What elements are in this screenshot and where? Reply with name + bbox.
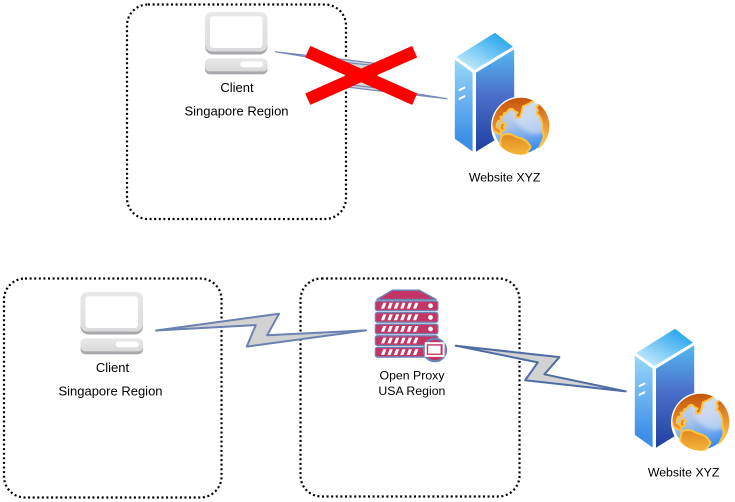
- svg-text:Website XYZ: Website XYZ: [469, 171, 541, 185]
- svg-text:USA Region: USA Region: [378, 384, 445, 398]
- svg-text:Client: Client: [96, 360, 130, 375]
- svg-text:Singapore Region: Singapore Region: [184, 104, 288, 119]
- svg-text:Website XYZ: Website XYZ: [648, 465, 720, 479]
- svg-text:Singapore Region: Singapore Region: [58, 383, 162, 398]
- svg-text:Open Proxy: Open Proxy: [380, 368, 446, 382]
- svg-text:Client: Client: [220, 80, 254, 95]
